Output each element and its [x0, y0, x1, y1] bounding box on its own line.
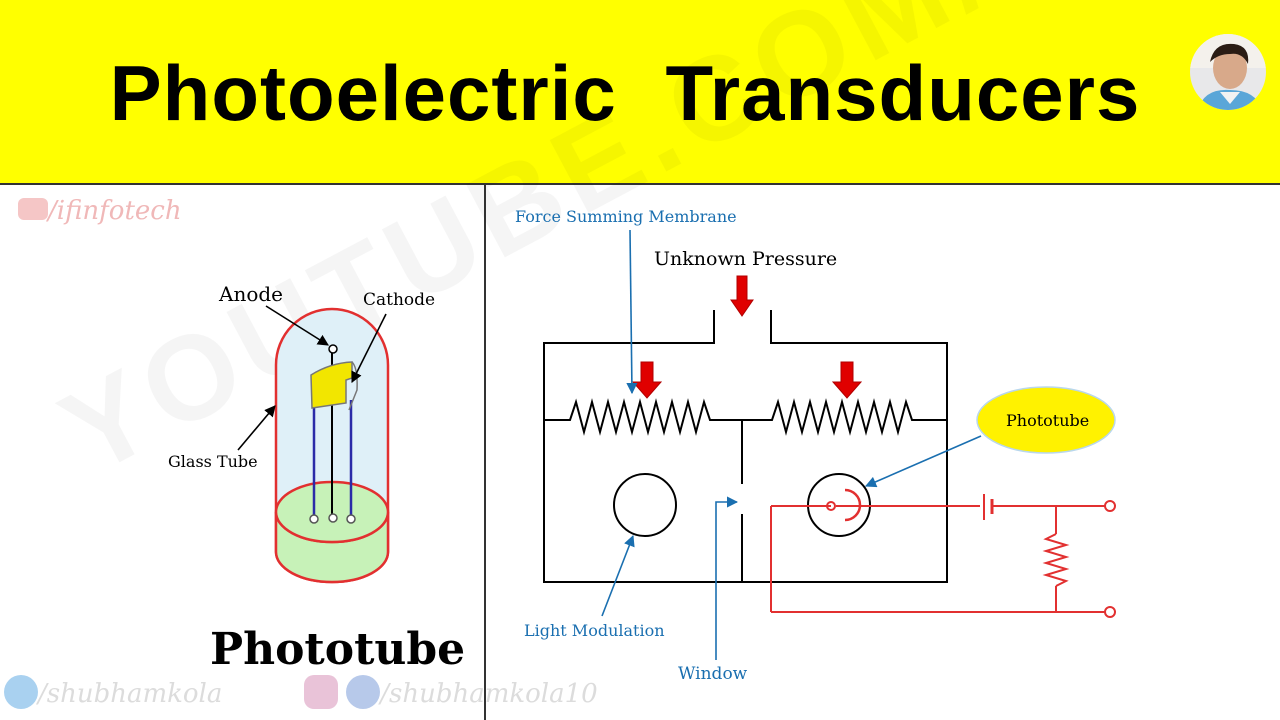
output-terminal-top — [1104, 500, 1116, 512]
pressure-label: Unknown Pressure — [654, 248, 837, 270]
load-resistor — [1042, 533, 1070, 587]
light-modulation-pointer — [601, 534, 635, 617]
phototube-pointer — [864, 435, 982, 488]
light-modulation-label: Light Modulation — [524, 621, 665, 640]
phototube-caption: Phototube — [210, 624, 465, 675]
force-arrow-right — [831, 361, 863, 399]
pressure-transducer-diagram: Force Summing Membrane Unknown Pressure … — [515, 207, 1116, 684]
phototube-callout — [976, 386, 1116, 454]
pin — [328, 513, 338, 523]
twitter-watermark: /shubhamkola — [4, 675, 222, 712]
pressure-arrow — [730, 275, 754, 317]
membrane-right — [742, 398, 947, 436]
output-circuit — [770, 494, 1108, 613]
page-title: Photoelectric Transducers — [109, 49, 1141, 137]
window-pointer — [715, 496, 739, 660]
output-terminal-bottom — [1104, 606, 1116, 618]
panel-divider — [484, 183, 486, 720]
glass-tube-pointer — [237, 405, 276, 451]
pin — [346, 514, 356, 524]
content-area — [0, 183, 1280, 720]
anode-tip — [328, 344, 338, 354]
youtube-icon — [18, 198, 48, 220]
membrane-pointer — [626, 229, 638, 395]
anode-label: Anode — [218, 282, 283, 306]
window-label: Window — [678, 664, 748, 684]
phototube-label: Phototube — [1006, 411, 1089, 430]
chamber-outline — [543, 310, 948, 583]
cathode-electrode — [310, 361, 353, 409]
membrane-label: Force Summing Membrane — [515, 207, 737, 226]
instagram-icon — [304, 675, 338, 709]
pin — [309, 514, 319, 524]
anode-pointer — [265, 305, 329, 346]
force-arrow-left — [631, 361, 663, 399]
phototube-diagram: Anode Cathode Glass Tube Phototube — [168, 282, 465, 675]
facebook-icon — [346, 675, 381, 709]
facebook-watermark: /shubhamkola10 — [304, 675, 598, 712]
cathode-pointer — [351, 313, 387, 384]
twitter-icon — [4, 675, 38, 709]
light-source — [613, 473, 677, 537]
glass-tube-label: Glass Tube — [168, 452, 258, 471]
youtube-watermark: /ifinfotech — [18, 196, 182, 226]
membrane-left — [544, 398, 742, 436]
cathode-label: Cathode — [363, 290, 435, 310]
title-banner — [0, 0, 1280, 183]
